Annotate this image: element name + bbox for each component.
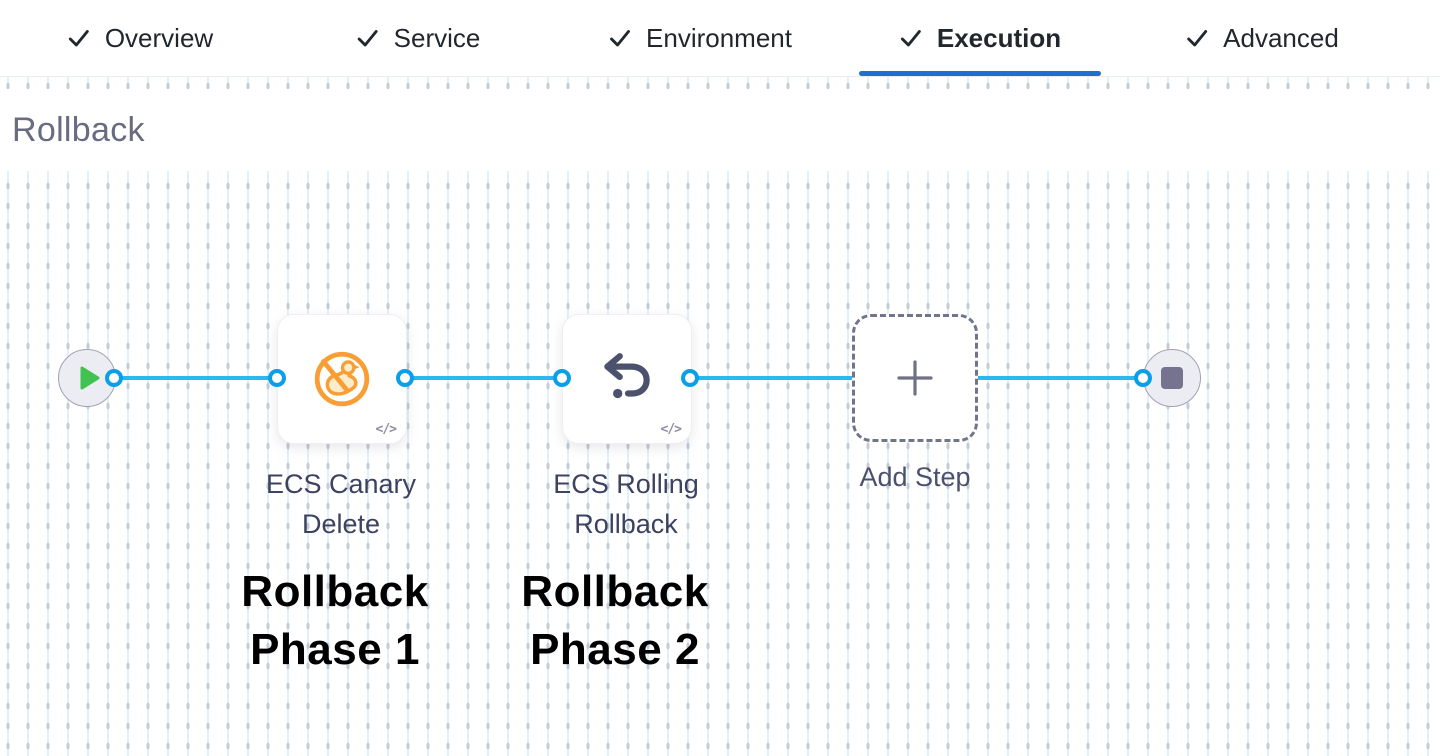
end-node — [1143, 349, 1201, 407]
check-icon — [610, 30, 630, 47]
pipeline-canvas: Rollback </> — [0, 76, 1440, 756]
connector-port[interactable] — [1134, 369, 1152, 387]
label-line: Phase 2 — [530, 625, 700, 674]
label-line: ECS Rolling — [553, 469, 699, 499]
tab-overview[interactable]: Overview — [67, 0, 213, 76]
section-heading-band: Rollback — [0, 89, 1440, 171]
canary-delete-icon — [314, 351, 370, 407]
connector-port[interactable] — [268, 369, 286, 387]
annotation-rollback-phase-2: Rollback Phase 2 — [465, 563, 765, 679]
active-tab-underline — [859, 71, 1101, 76]
play-icon — [80, 366, 99, 390]
connector-port[interactable] — [105, 369, 123, 387]
tab-service[interactable]: Service — [356, 0, 481, 76]
label-line: Rollback — [241, 567, 429, 616]
section-title: Rollback — [12, 110, 145, 149]
rolling-rollback-icon — [604, 353, 650, 399]
label-line: Rollback — [521, 567, 709, 616]
add-step-button[interactable] — [852, 314, 978, 442]
tab-advanced[interactable]: Advanced — [1185, 0, 1339, 76]
check-icon — [68, 30, 89, 47]
tab-label: Overview — [104, 22, 214, 53]
check-icon — [900, 30, 921, 47]
stage-config-tab-bar: Overview Service Environment Execution A… — [0, 0, 1440, 77]
stop-icon — [1161, 367, 1183, 389]
step-label-ecs-canary-delete: ECS Canary Delete — [241, 464, 441, 544]
tab-label: Execution — [936, 22, 1062, 53]
tab-label: Advanced — [1223, 22, 1339, 53]
add-step-label: Add Step — [859, 462, 971, 492]
code-icon: </> — [660, 422, 683, 437]
tab-label: Environment — [646, 22, 792, 53]
annotation-rollback-phase-1: Rollback Phase 1 — [185, 563, 485, 679]
label-line: ECS Canary — [265, 469, 417, 499]
connector-port[interactable] — [396, 369, 414, 387]
plus-icon — [897, 360, 933, 396]
connector-line — [405, 376, 562, 380]
code-icon: </> — [375, 422, 398, 437]
label-line: Delete — [301, 509, 381, 539]
label-line: Rollback — [574, 509, 678, 539]
tab-environment[interactable]: Environment — [608, 0, 792, 76]
step-label-ecs-rolling-rollback: ECS Rolling Rollback — [526, 464, 726, 544]
check-icon — [357, 30, 378, 47]
step-card-ecs-rolling-rollback[interactable]: </> — [562, 314, 692, 444]
connector-line — [114, 376, 277, 380]
connector-port[interactable] — [553, 369, 571, 387]
tab-execution[interactable]: Execution — [899, 0, 1061, 76]
connector-port[interactable] — [681, 369, 699, 387]
start-node — [58, 349, 116, 407]
step-card-ecs-canary-delete[interactable]: </> — [277, 314, 407, 444]
label-line: Phase 1 — [250, 625, 420, 674]
check-icon — [1187, 30, 1208, 47]
tab-label: Service — [393, 22, 481, 53]
